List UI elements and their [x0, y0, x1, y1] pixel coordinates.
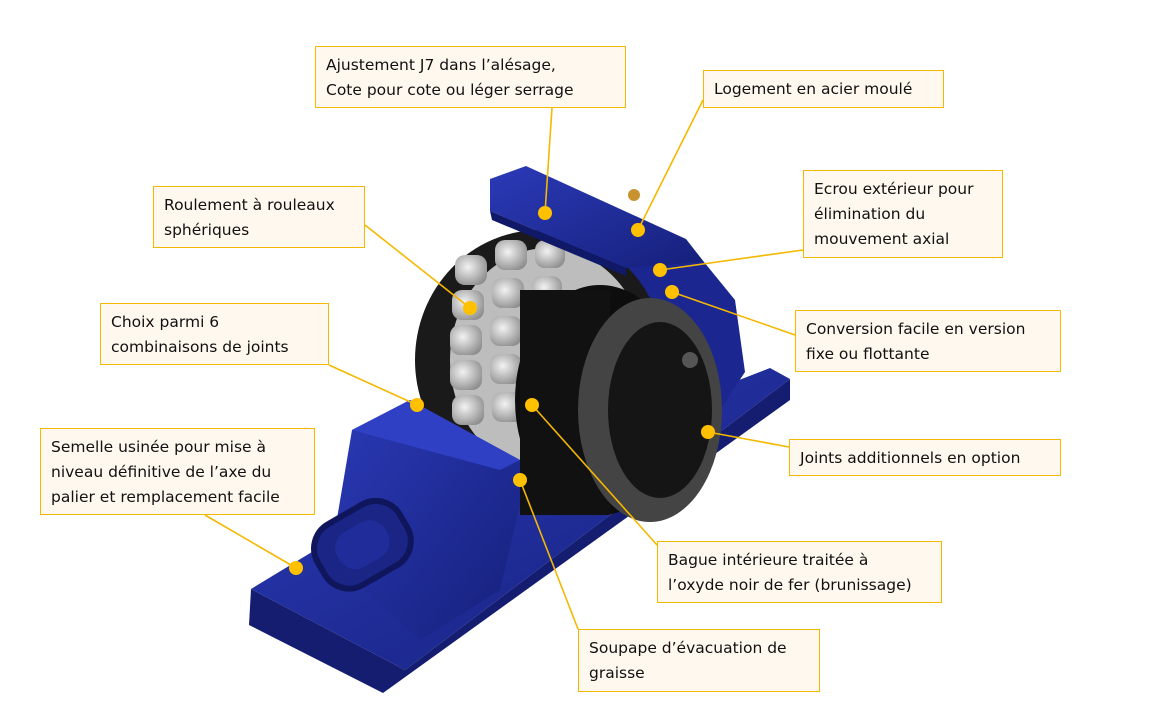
callout-dot: [513, 473, 527, 487]
grease-nipple: [628, 189, 640, 201]
callout-choix: Choix parmi 6 combinaisons de joints: [100, 303, 329, 365]
callout-dot: [525, 398, 539, 412]
callout-dot: [701, 425, 715, 439]
callout-dot: [653, 263, 667, 277]
callout-dot: [538, 206, 552, 220]
callout-bague: Bague intérieure traitée à l’oxyde noir …: [657, 541, 942, 603]
callout-dot: [289, 561, 303, 575]
callout-joints: Joints additionnels en option: [789, 439, 1061, 476]
callout-dot: [463, 301, 477, 315]
callout-dot: [665, 285, 679, 299]
housing-top-cap: [490, 166, 704, 268]
callout-soupape: Soupape d’évacuation de graisse: [578, 629, 820, 692]
callout-conversion: Conversion facile en version fixe ou flo…: [795, 310, 1061, 372]
callout-dot: [631, 223, 645, 237]
callout-semelle: Semelle usinée pour mise à niveau défini…: [40, 428, 315, 515]
callout-logement: Logement en acier moulé: [703, 70, 944, 108]
callout-ajustement: Ajustement J7 dans l’alésage, Cote pour …: [315, 46, 626, 108]
callout-ecrou: Ecrou extérieur pour élimination du mouv…: [803, 170, 1003, 258]
callout-dot: [410, 398, 424, 412]
callout-roulement: Roulement à rouleaux sphériques: [153, 186, 365, 248]
